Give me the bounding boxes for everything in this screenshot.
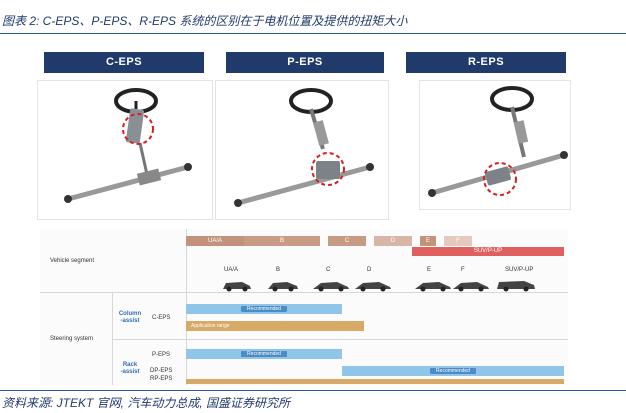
p-eps-recommended-bar: Recommended xyxy=(186,349,342,359)
car-d-icon xyxy=(355,282,391,292)
c-eps-recommended-text: Recommended xyxy=(241,306,287,312)
p-eps-header: P-EPS xyxy=(226,52,384,73)
row-label-dp-eps: DP-EPS xyxy=(150,368,173,374)
car-label-d: D xyxy=(367,267,372,273)
c-eps-application-text: Application range xyxy=(191,323,230,329)
row-divider xyxy=(112,339,568,340)
column-assist-label: Column -assist xyxy=(118,311,142,324)
car-label-e: E xyxy=(427,267,432,273)
c-eps-application-bar: Application range xyxy=(186,321,364,331)
segment-d: D xyxy=(374,236,412,246)
segment-f: F xyxy=(444,236,472,246)
vehicle-segment-label: Vehicle segment xyxy=(50,258,95,264)
segment-c: C xyxy=(328,236,366,246)
row-label-rp-eps: RP-EPS xyxy=(150,376,173,382)
car-c-icon xyxy=(313,282,349,292)
row-label-p-eps: P-EPS xyxy=(152,352,171,358)
dp-eps-recommended-bar: Recommended xyxy=(342,366,564,376)
car-suv-p-up-icon xyxy=(497,281,535,292)
application-range-table: Vehicle segment Steering system UA/A B C… xyxy=(40,229,568,385)
car-f-icon xyxy=(453,282,489,292)
c-eps-header: C-EPS xyxy=(44,52,204,73)
rp-eps-application-bar xyxy=(186,379,564,384)
p-eps-illustration xyxy=(215,80,389,220)
row-divider xyxy=(40,292,568,293)
rack-assist-label: Rack -assist xyxy=(120,362,140,375)
figure-caption: 图表 2: C-EPS、P-EPS、R-EPS 系统的区别在于电机位置及提供的扭… xyxy=(2,14,408,28)
car-label-f: F xyxy=(461,267,465,273)
r-eps-illustration xyxy=(419,80,571,210)
c-eps-recommended-bar: Recommended xyxy=(186,304,342,314)
segment-suv-p-up: SUV/P-UP xyxy=(412,247,564,256)
segment-e: E xyxy=(420,236,436,246)
car-e-icon xyxy=(415,282,451,292)
col-divider xyxy=(112,292,113,385)
segment-b: B xyxy=(244,236,320,246)
car-b-icon xyxy=(268,282,298,292)
segment-ua-a: UA/A xyxy=(186,236,244,246)
dp-eps-recommended-text: Recommended xyxy=(430,368,476,374)
caption-rule xyxy=(0,33,626,34)
car-label-b: B xyxy=(276,267,281,273)
row-label-c-eps: C-EPS xyxy=(152,315,171,321)
r-eps-header: R-EPS xyxy=(406,52,566,73)
p-eps-recommended-text: Recommended xyxy=(241,351,287,357)
car-label-c: C xyxy=(326,267,331,273)
car-label-suv-p-up: SUV/P-UP xyxy=(505,267,534,273)
car-label-ua-a: UA/A xyxy=(224,267,239,273)
source-note: 资料来源: JTEKT 官网, 汽车动力总成, 国盛证券研究所 xyxy=(2,396,291,410)
car-ua-a-icon xyxy=(223,282,251,292)
source-rule xyxy=(0,390,626,391)
c-eps-illustration xyxy=(37,80,213,220)
steering-system-label: Steering system xyxy=(50,336,94,342)
